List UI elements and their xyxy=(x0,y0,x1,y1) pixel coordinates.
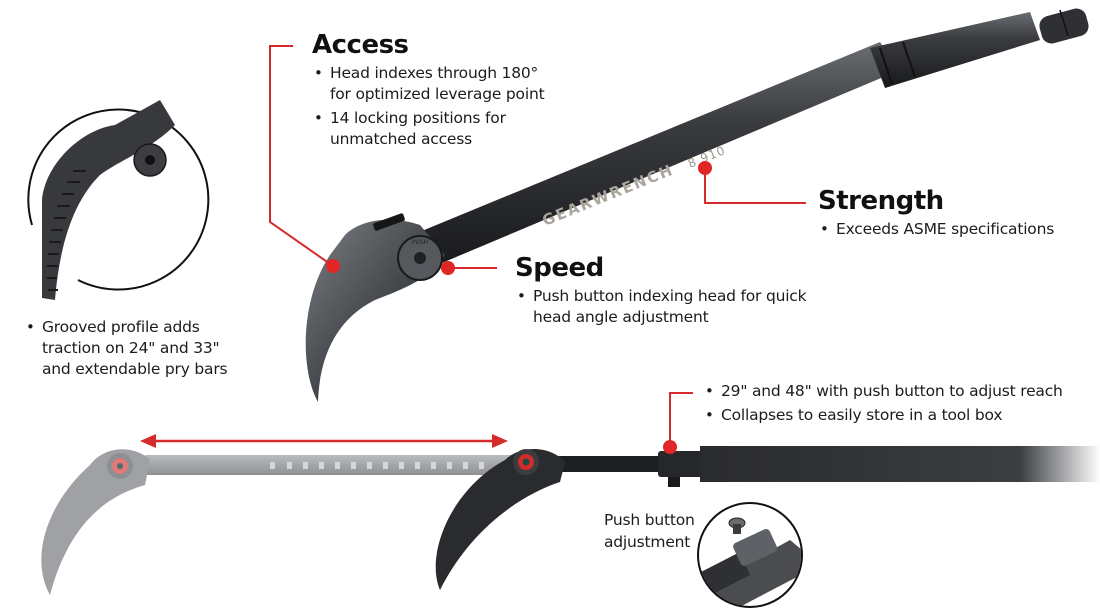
callout-grooved-profile: Grooved profile adds traction on 24" and… xyxy=(24,314,244,380)
extendable-pry-bar xyxy=(41,434,1100,595)
strength-marker-icon xyxy=(698,161,712,175)
callout-speed: Speed Push button indexing head for quic… xyxy=(515,253,825,328)
extension-arrow-icon xyxy=(140,434,508,448)
callout-access-title: Access xyxy=(312,30,409,60)
push-button-label: Push button adjustment xyxy=(604,511,695,551)
callout-extendable-bullet: 29" and 48" with push button to adjust r… xyxy=(703,381,1093,402)
push-button-inset xyxy=(697,502,803,608)
callout-strength: Strength Exceeds ASME specifications xyxy=(818,186,1088,240)
svg-text:PUSH: PUSH xyxy=(412,239,428,246)
callout-access: Access Head indexes through 180° for opt… xyxy=(312,30,592,150)
callout-extendable: 29" and 48" with push button to adjust r… xyxy=(703,378,1093,426)
access-marker-icon xyxy=(326,259,340,273)
callout-strength-title: Strength xyxy=(818,186,944,216)
grooved-profile-inset xyxy=(27,100,210,300)
callout-speed-title: Speed xyxy=(515,253,604,283)
callout-speed-bullet: Push button indexing head for quick head… xyxy=(515,286,815,328)
speed-marker-icon xyxy=(441,261,455,275)
callout-strength-bullet: Exceeds ASME specifications xyxy=(818,219,1088,240)
callout-access-bullet: Head indexes through 180° for optimized … xyxy=(312,63,562,105)
callout-leader-lines xyxy=(269,45,806,447)
callout-extendable-bullet: Collapses to easily store in a tool box xyxy=(703,405,1093,426)
callout-access-bullet: 14 locking positions for unmatched acces… xyxy=(312,108,542,150)
callout-marker-dots xyxy=(326,161,712,454)
callout-grooved-bullet: Grooved profile adds traction on 24" and… xyxy=(24,317,239,380)
extendable-marker-icon xyxy=(663,440,677,454)
